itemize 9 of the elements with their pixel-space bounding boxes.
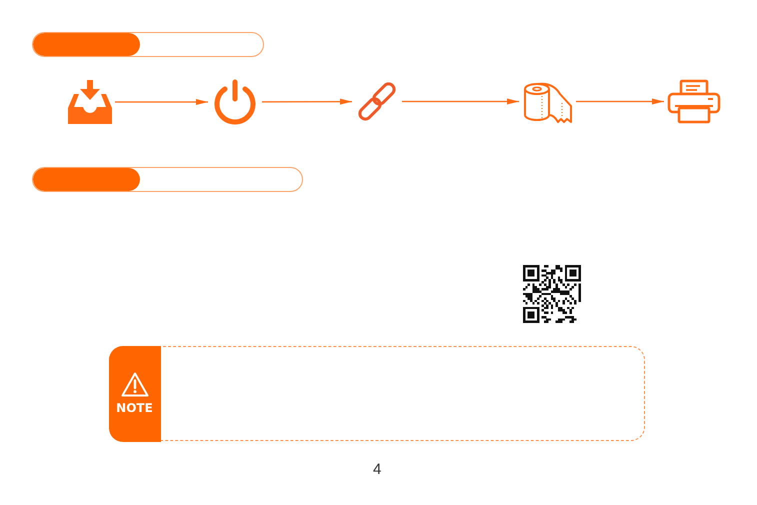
arrow (115, 99, 208, 105)
download-tray-icon (68, 80, 112, 124)
note-box (109, 346, 645, 441)
printer-icon (667, 79, 721, 124)
arrow (576, 98, 664, 104)
note-label: NOTE (116, 402, 153, 415)
page-number: 4 (373, 461, 382, 478)
arrow (402, 98, 519, 104)
arrow (262, 98, 352, 105)
